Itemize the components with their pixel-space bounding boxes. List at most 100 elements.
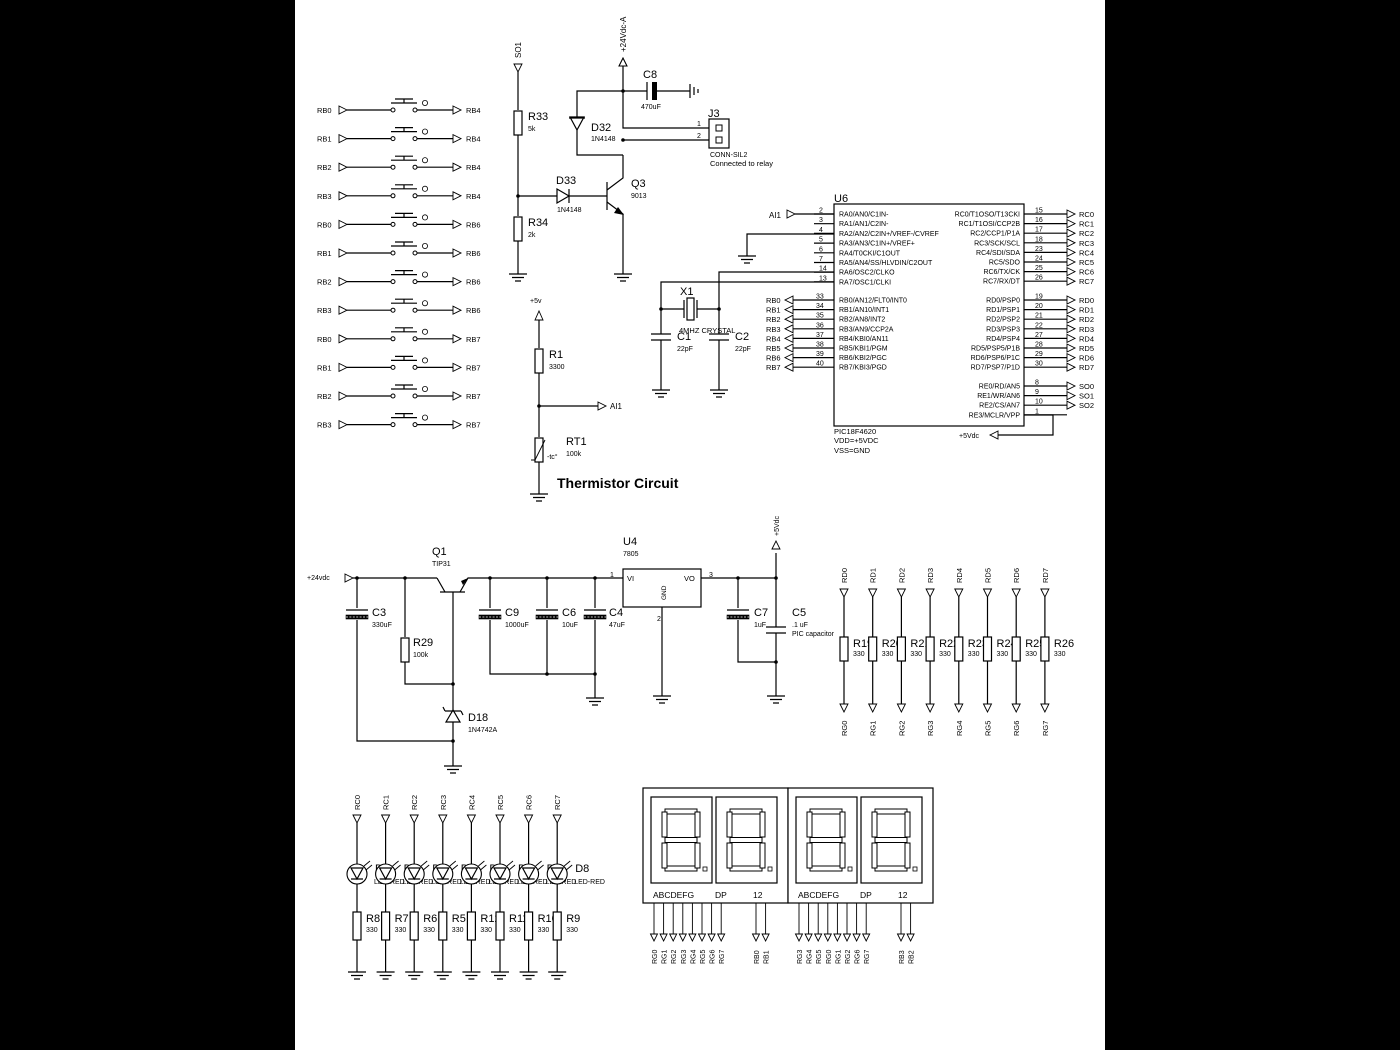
digit-segments [795,796,858,884]
pin-name: RD0/PSP0 [986,298,1020,305]
resistor-value: 330 [997,651,1009,658]
led-channel: RC2D3LED-REDR6330 [403,795,462,980]
d18-value: 1N4742A [468,727,498,734]
display-segment-net: RG1 [662,950,669,965]
switch-right-net: RB4 [466,106,481,115]
display-common-net: RB3 [899,950,906,964]
c6-label: C6 [562,607,576,619]
mclr-5v-label: +5Vdc [959,433,980,440]
resistor-bottom-net: RG4 [955,721,964,736]
led-resistor-value: 330 [423,927,435,934]
pin-net: RC5 [1079,258,1094,267]
pin-name: RA2/AN2/C2IN+/VREF-/CVREF [839,231,939,238]
led-resistor-value: 330 [452,927,464,934]
switch-right-net: RB7 [466,392,481,401]
r34-label: R34 [528,217,548,229]
display-dp-pin: DP [860,890,872,900]
led-resistor-value: 330 [480,927,492,934]
resistor-top-net: RD7 [1041,568,1050,583]
mcu-ai1-label: AI1 [769,211,782,220]
u6-part: PIC18F4620 [834,427,876,436]
pin-net: RD3 [1079,325,1094,334]
switch-left-net: RB0 [317,220,332,229]
switch-left-net: RB2 [317,278,332,287]
pin-number: 13 [819,275,827,282]
display-segment-net: RG0 [826,950,833,965]
pin-name: RD7/PSP7/P1D [971,365,1020,372]
pin-number: 37 [816,332,824,339]
pin-name: RA6/OSC2/CLKO [839,270,895,277]
led-part: LED-RED [574,879,605,886]
digit-segments [650,796,713,884]
switch-right-net: RB7 [466,363,481,372]
display-segment-net: RG5 [700,950,707,965]
so1-port [513,63,523,74]
switch-left-net: RB0 [317,335,332,344]
led-diode [435,867,450,881]
pin-net: SO0 [1079,382,1094,391]
led-diode [550,867,565,881]
resistor-value: 330 [1025,651,1037,658]
display-segment-net: RG4 [690,950,697,965]
pin-name: RB6/KBI2/PGC [839,355,887,362]
pin-name: RA4/T0CKI/C1OUT [839,250,901,257]
led-channel: RC5D6LED-REDR11330 [489,795,548,980]
pin-net: RC3 [1079,239,1094,248]
led-diode [464,867,479,881]
switch-right-net: RB6 [466,278,481,287]
pin-name: RB4/KBI0/AN11 [839,336,889,343]
pin-net: RB3 [766,325,781,334]
x1-crystal [686,297,695,321]
u4-vi: VI [627,574,634,583]
relay-driver-circuit: SO1 R33 5k R34 2k D33 1N4148 Q3 9013 +24… [508,16,773,282]
r29-label: R29 [413,637,433,649]
pin-name: RE2/CS/AN7 [979,403,1020,410]
rt1-label: RT1 [566,436,587,448]
led-resistor-ref: R8 [366,913,380,925]
led-resistor [438,911,448,941]
r34-value: 2k [528,232,536,239]
pin-number: 19 [1035,294,1043,301]
resistor-body [839,636,849,662]
resistor-value: 330 [939,651,951,658]
led-resistor [466,911,476,941]
pin-number: 4 [819,227,823,234]
j3-pin2: 2 [697,133,701,140]
r29-resistor [400,637,410,663]
pin-net: RD1 [1079,306,1094,315]
pin-number: 39 [816,351,824,358]
c4-capacitor [583,609,607,620]
display-segment-net: RG0 [652,950,659,965]
r1-label: R1 [549,349,563,361]
pin-name: RD5/PSP5/P1B [971,346,1020,353]
pin-number: 26 [1035,275,1043,282]
pin-net: RD2 [1079,315,1094,324]
pin-number: 21 [1035,313,1043,320]
pin-net: RB2 [766,315,781,324]
resistor-body [982,636,993,662]
pin-number: 14 [819,266,827,273]
led-net: RC6 [525,795,534,810]
pin-number: 20 [1035,303,1043,310]
pin-net: RC4 [1079,248,1094,257]
c8-label: C8 [643,69,657,81]
c6-capacitor [535,609,559,620]
led-net: RC1 [382,795,391,810]
power-supply-circuit: +24vdc C3 330uF Q1 TIP31 R29 100k D18 1N… [307,515,835,774]
u4-pin1: 1 [610,572,614,579]
